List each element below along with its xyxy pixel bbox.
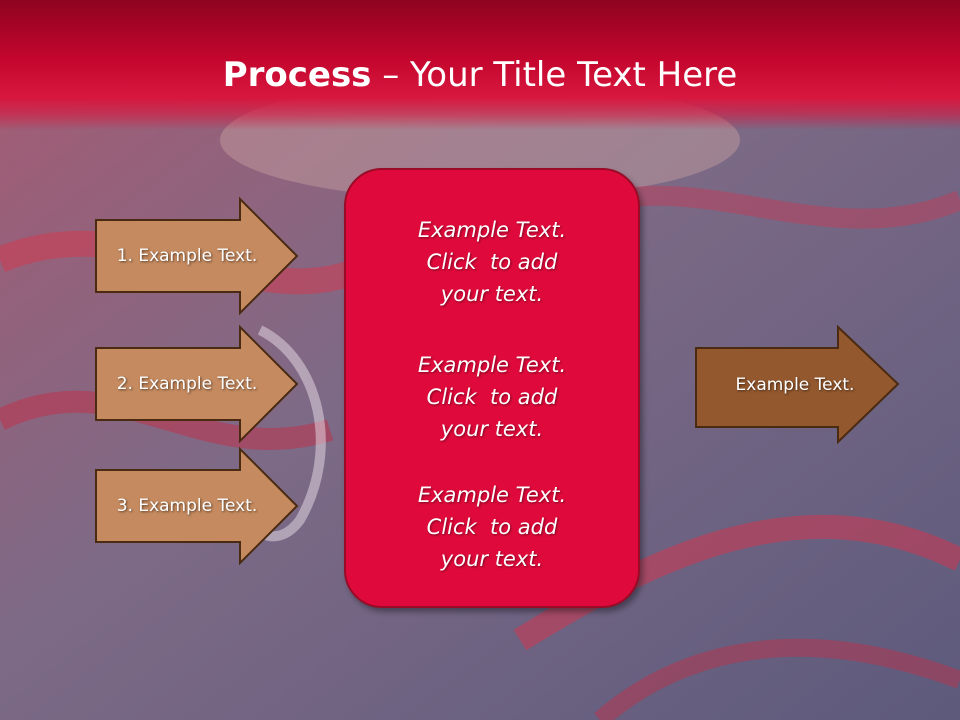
text-block-3: Example Text. Click to add your text. [346, 479, 638, 575]
title-rest: – Your Title Text Here [371, 55, 738, 95]
step-2-arrow[interactable]: 2. Example Text. [95, 324, 299, 444]
slide-title[interactable]: Process – Your Title Text Here [0, 52, 960, 98]
text-block-2: Example Text. Click to add your text. [346, 349, 638, 445]
text-line: Click to add [426, 515, 558, 539]
arrow-shape [95, 196, 299, 316]
text-line: your text. [440, 547, 544, 571]
arrow-shape [695, 324, 900, 445]
arrow-shape [95, 446, 299, 566]
text-line: Example Text. [417, 353, 567, 377]
text-line: your text. [440, 417, 544, 441]
step-3-arrow[interactable]: 3. Example Text. [95, 446, 299, 566]
text-line: Example Text. [417, 218, 567, 242]
text-line: Click to add [426, 385, 558, 409]
center-text-box[interactable]: Example Text. Click to add your text. Ex… [344, 168, 640, 608]
title-bar [0, 0, 960, 130]
step-2-label: 2. Example Text. [116, 374, 258, 394]
step-3-label: 3. Example Text. [116, 496, 258, 516]
step-1-arrow[interactable]: 1. Example Text. [95, 196, 299, 316]
result-label: Example Text. [735, 375, 855, 395]
text-block-1: Example Text. Click to add your text. [346, 214, 638, 310]
step-1-label: 1. Example Text. [116, 246, 258, 266]
arrow-shape [95, 324, 299, 444]
text-line: Example Text. [417, 483, 567, 507]
result-arrow[interactable]: Example Text. [695, 324, 900, 445]
text-line: your text. [440, 282, 544, 306]
text-line: Click to add [426, 250, 558, 274]
title-bold: Process [222, 55, 372, 95]
